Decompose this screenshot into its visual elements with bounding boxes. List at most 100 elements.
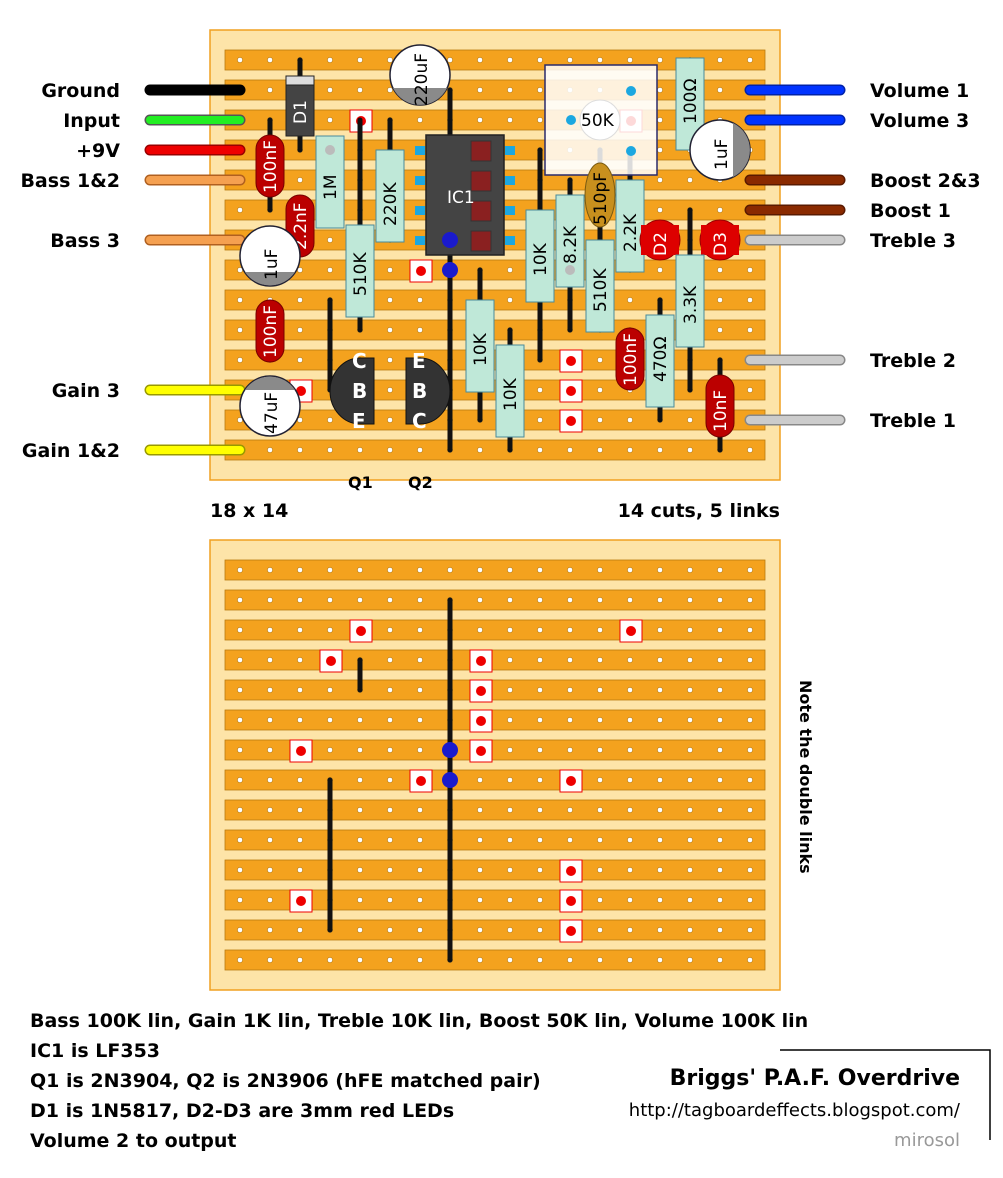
strip-hole: [327, 237, 333, 243]
q2-pin-2: B: [412, 379, 427, 403]
author-credit: mirosol: [894, 1130, 960, 1151]
strip-hole: [657, 837, 663, 843]
strip-hole: [747, 597, 753, 603]
strip-hole: [747, 297, 753, 303]
junction-dot: [442, 742, 458, 758]
note-volume: Volume 2 to output: [30, 1130, 237, 1152]
strip-hole: [597, 627, 603, 633]
wire-label-bass-1-2: Bass 1&2: [20, 170, 120, 192]
strip-hole: [267, 627, 273, 633]
strip-hole: [357, 597, 363, 603]
strip-hole: [597, 387, 603, 393]
strip-hole: [687, 177, 693, 183]
wire-label-volume-3: Volume 3: [870, 110, 969, 132]
strip-hole: [387, 807, 393, 813]
strip-hole: [687, 867, 693, 873]
strip-hole: [237, 627, 243, 633]
d1-label: D1: [291, 100, 311, 124]
strip-hole: [507, 837, 513, 843]
wire-label-9v: +9V: [76, 140, 120, 162]
strip-hole: [657, 777, 663, 783]
c220u-label: 220uF: [412, 53, 432, 106]
capacitor-220uf: 220uF: [389, 44, 451, 106]
copper-strip: [224, 949, 766, 971]
note-diodes: D1 is 1N5817, D2-D3 are 3mm red LEDs: [30, 1100, 455, 1122]
strip-hole: [327, 957, 333, 963]
source-url[interactable]: http://tagboardeffects.blogspot.com/: [628, 1100, 960, 1121]
strip-hole: [267, 957, 273, 963]
transistor-q1: C B E: [329, 349, 375, 433]
strip-hole: [537, 927, 543, 933]
strip-hole: [597, 747, 603, 753]
strip-hole: [597, 837, 603, 843]
strip-hole: [267, 687, 273, 693]
strip-hole: [387, 57, 393, 63]
c1u-left-label: 1uF: [262, 249, 282, 280]
strip-hole: [747, 807, 753, 813]
resistor-10k-1: 10K: [525, 209, 555, 303]
strip-hole: [237, 867, 243, 873]
strip-hole: [387, 927, 393, 933]
note-pots: Bass 100K lin, Gain 1K lin, Treble 10K l…: [30, 1010, 809, 1032]
strip-hole: [357, 957, 363, 963]
junction-dot: [442, 262, 458, 278]
strip-hole: [507, 717, 513, 723]
strip-hole: [297, 837, 303, 843]
strip-hole: [717, 717, 723, 723]
strip-hole: [477, 957, 483, 963]
strip-hole: [597, 867, 603, 873]
strip-hole: [297, 687, 303, 693]
strip-hole: [657, 267, 663, 273]
strip-hole: [657, 57, 663, 63]
strip-hole: [747, 447, 753, 453]
strip-hole: [417, 447, 423, 453]
strip-hole: [627, 417, 633, 423]
strip-hole: [627, 807, 633, 813]
resistor-220k: 220K: [375, 149, 405, 243]
strip-hole: [297, 357, 303, 363]
strip-hole: [747, 387, 753, 393]
strip-hole: [447, 57, 453, 63]
strip-hole: [657, 897, 663, 903]
resistor-8-2k: 8.2K: [555, 194, 585, 288]
strip-hole: [747, 327, 753, 333]
strip-hole: [417, 957, 423, 963]
strip-hole: [327, 567, 333, 573]
capacitor-100nf-1: 100nF: [255, 134, 285, 198]
strip-hole: [417, 717, 423, 723]
q1-pin-3: E: [352, 409, 366, 433]
strip-hole: [237, 747, 243, 753]
strip-hole: [687, 627, 693, 633]
strip-hole: [627, 777, 633, 783]
wire-label-gain-3: Gain 3: [52, 380, 120, 402]
strip-hole: [507, 87, 513, 93]
strip-hole: [627, 717, 633, 723]
strip-hole: [267, 927, 273, 933]
strip-hole: [507, 657, 513, 663]
strip-hole: [627, 957, 633, 963]
strip-hole: [417, 597, 423, 603]
strip-hole: [237, 57, 243, 63]
strip-hole: [687, 687, 693, 693]
strip-hole: [537, 837, 543, 843]
r2k2-label: 2.2K: [621, 213, 641, 252]
strip-hole: [357, 567, 363, 573]
double-links-note: Note the double links: [796, 680, 815, 874]
q2-label: Q2: [408, 473, 433, 492]
led-d3: D3: [699, 219, 741, 261]
strip-hole: [597, 687, 603, 693]
strip-hole: [717, 957, 723, 963]
strip-hole: [747, 777, 753, 783]
ic-ic1: IC1: [415, 134, 515, 256]
strip-hole: [687, 747, 693, 753]
strip-hole: [327, 747, 333, 753]
strip-hole: [387, 327, 393, 333]
strip-hole: [297, 627, 303, 633]
resistor-1m: 1M: [315, 135, 345, 229]
wire-label-gain-1-2: Gain 1&2: [22, 440, 120, 462]
strip-hole: [597, 357, 603, 363]
strip-hole: [627, 657, 633, 663]
strip-hole: [567, 597, 573, 603]
strip-hole: [597, 897, 603, 903]
copper-strip: [224, 769, 766, 791]
